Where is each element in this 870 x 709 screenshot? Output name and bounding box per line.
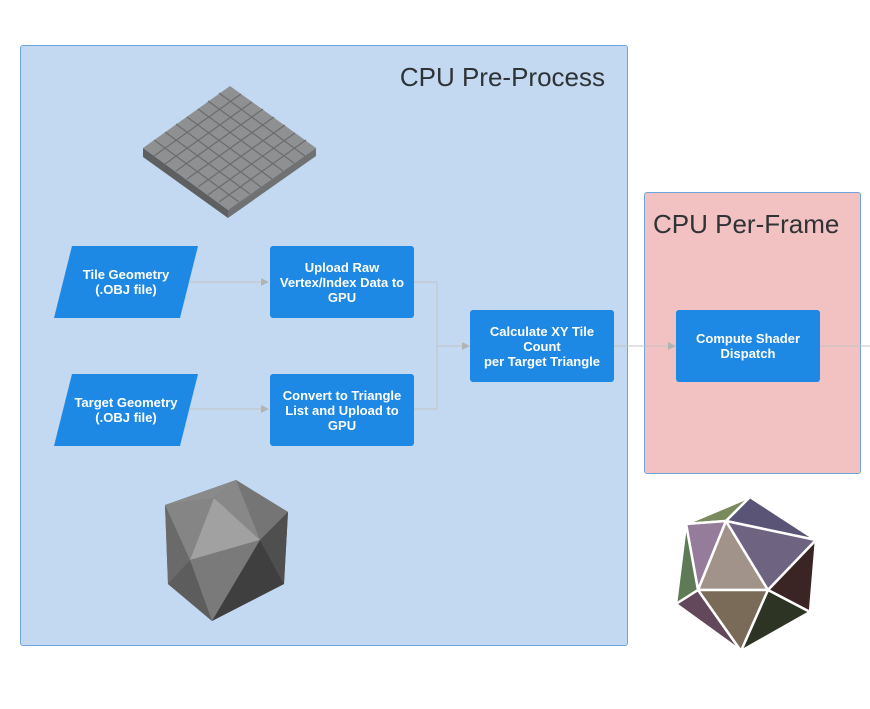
convert-triangle-node: Convert to Triangle List and Upload to G…	[270, 374, 414, 446]
convert-triangle-label: Convert to Triangle List and Upload to G…	[282, 387, 402, 433]
tile-geometry-label: Tile Geometry (.OBJ file)	[82, 267, 170, 297]
upload-raw-node: Upload Raw Vertex/Index Data to GPU	[270, 246, 414, 318]
target-geometry-label: Target Geometry (.OBJ file)	[74, 395, 178, 425]
tile-geometry-node: Tile Geometry (.OBJ file)	[60, 246, 192, 318]
upload-raw-label: Upload Raw Vertex/Index Data to GPU	[279, 259, 405, 305]
cpu-pre-process-title: CPU Pre-Process	[399, 62, 605, 92]
cpu-per-frame-title: CPU Per-Frame	[653, 209, 840, 239]
compute-dispatch-node: Compute Shader Dispatch	[676, 310, 820, 382]
target-geometry-node: Target Geometry (.OBJ file)	[60, 374, 192, 446]
calculate-xy-label: Calculate XY Tile Count per Target Trian…	[483, 323, 601, 369]
compute-dispatch-label: Compute Shader Dispatch	[695, 331, 800, 361]
calculate-xy-node: Calculate XY Tile Count per Target Trian…	[470, 310, 614, 382]
